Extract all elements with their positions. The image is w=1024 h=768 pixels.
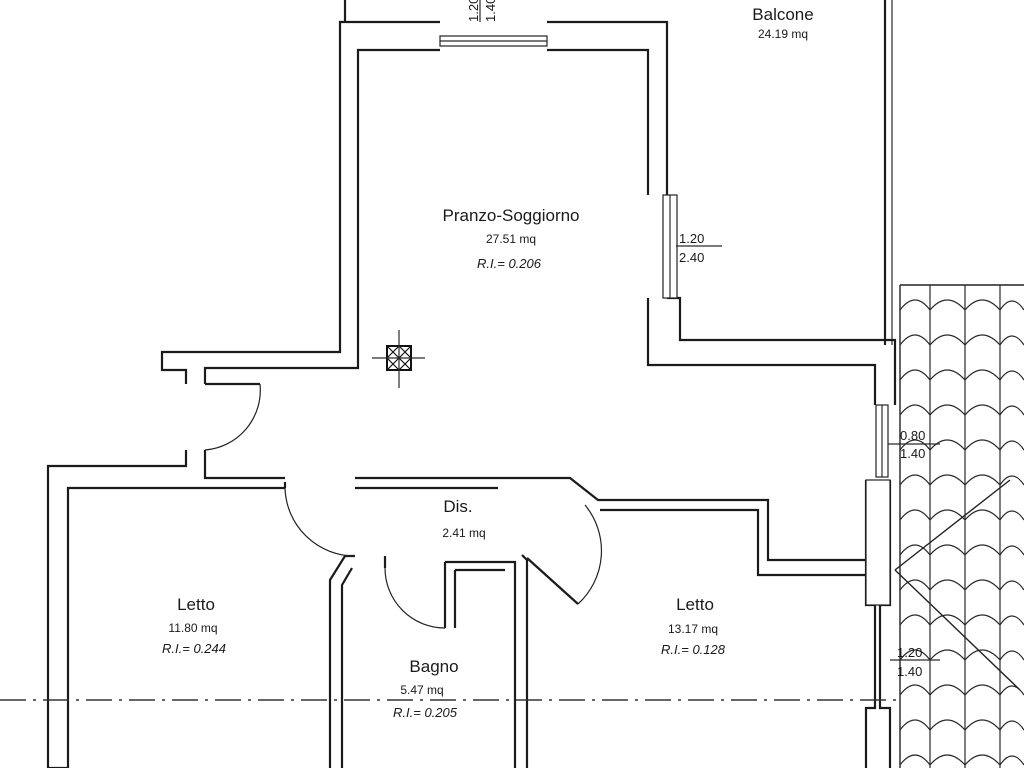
window-dim-bedroom: 1.20 1.40 xyxy=(897,645,922,679)
room-letto-right: Letto 13.17 mq R.I.= 0.128 xyxy=(661,595,726,657)
room-ri-letto-left: R.I.= 0.244 xyxy=(162,641,226,656)
room-pranzo-soggiorno: Pranzo-Soggiorno 27.51 mq R.I.= 0.206 xyxy=(442,206,579,271)
room-ri-pranzo-soggiorno: R.I.= 0.206 xyxy=(477,256,542,271)
room-ri-bagno: R.I.= 0.205 xyxy=(393,705,458,720)
doors xyxy=(204,382,603,629)
room-area-bagno: 5.47 mq xyxy=(400,683,443,697)
window-dim-bedroom-width: 1.20 xyxy=(897,645,922,660)
window-dim-corridor-height: 1.40 xyxy=(900,446,925,461)
room-area-pranzo-soggiorno: 27.51 mq xyxy=(486,232,536,246)
window-dim-living-width: 1.20 xyxy=(679,231,704,246)
room-name-dis: Dis. xyxy=(443,497,472,516)
walls xyxy=(46,20,897,768)
room-bagno: Bagno 5.47 mq R.I.= 0.205 xyxy=(393,657,459,720)
dimension-leaders xyxy=(479,0,940,661)
roof-tiles xyxy=(894,284,1024,768)
room-name-bagno: Bagno xyxy=(409,657,458,676)
window-dim-top-width: 1.20 xyxy=(466,0,481,22)
room-area-dis: 2.41 mq xyxy=(442,526,485,540)
room-dis: Dis. 2.41 mq xyxy=(442,497,485,540)
room-name-letto-left: Letto xyxy=(177,595,215,614)
window-dim-living: 1.20 2.40 xyxy=(679,231,704,265)
window-dim-bedroom-height: 1.40 xyxy=(897,664,922,679)
window-dim-living-height: 2.40 xyxy=(679,250,704,265)
window-dim-corridor-width: 0.80 xyxy=(900,428,925,443)
window-dim-top: 1.20 1.40 xyxy=(466,0,498,22)
room-name-letto-right: Letto xyxy=(676,595,714,614)
window-dim-corridor: 0.80 1.40 xyxy=(900,428,925,461)
windows xyxy=(439,35,891,606)
room-area-letto-right: 13.17 mq xyxy=(668,622,718,636)
room-name-pranzo-soggiorno: Pranzo-Soggiorno xyxy=(442,206,579,225)
chimney-shaft xyxy=(372,330,425,388)
room-name-balcone: Balcone xyxy=(752,5,813,24)
room-letto-left: Letto 11.80 mq R.I.= 0.244 xyxy=(162,595,226,656)
room-area-letto-left: 11.80 mq xyxy=(168,621,217,635)
window-dim-top-height: 1.40 xyxy=(483,0,498,22)
room-area-balcone: 24.19 mq xyxy=(758,27,808,41)
room-ri-letto-right: R.I.= 0.128 xyxy=(661,642,726,657)
balcony-outline xyxy=(343,0,893,345)
room-balcone: Balcone 24.19 mq xyxy=(752,5,813,41)
